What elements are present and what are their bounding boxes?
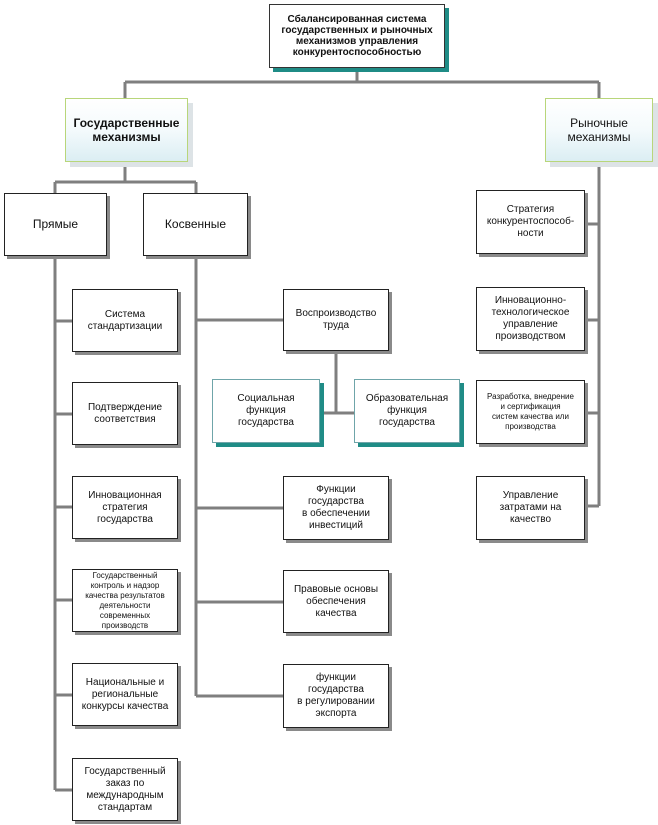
- labour-subitem: Социальная функция государства: [212, 379, 320, 443]
- direct-label: Прямые: [32, 217, 79, 232]
- root-title: Сбалансированная система государственных…: [281, 14, 433, 58]
- market-item-label: Разработка, внедрение и сертификация сис…: [487, 392, 574, 431]
- direct-item: Инновационная стратегия государства: [72, 476, 178, 539]
- labour-subitem-label: Образовательная функция государства: [365, 393, 449, 428]
- indirect-item-label: Функции государства в обеспечении инвест…: [302, 484, 370, 531]
- indirect-box: Косвенные: [143, 193, 248, 256]
- indirect-label: Косвенные: [164, 217, 227, 232]
- indirect-item-label: Воспроизводство труда: [295, 308, 377, 331]
- direct-item-label: Государственный заказ по международным с…: [84, 765, 166, 813]
- market-mechanisms-box: Рыночные механизмы: [545, 98, 653, 162]
- indirect-item: функции государства в регулировании эксп…: [283, 664, 389, 728]
- market-item-label: Управление затратами на качество: [499, 490, 562, 525]
- direct-box: Прямые: [4, 193, 107, 256]
- indirect-item: Функции государства в обеспечении инвест…: [283, 476, 389, 540]
- direct-item-label: Подтверждение соответствия: [87, 401, 163, 425]
- indirect-item-label: Правовые основы обеспечения качества: [293, 583, 379, 619]
- market-item: Управление затратами на качество: [476, 476, 585, 540]
- indirect-item: Правовые основы обеспечения качества: [283, 570, 389, 633]
- direct-item-label: Инновационная стратегия государства: [88, 489, 162, 525]
- market-item-label: Стратегия конкурентоспособ- ности: [486, 204, 575, 239]
- direct-item-label: Государственный контроль и надзор качест…: [85, 570, 165, 630]
- labour-subitem: Образовательная функция государства: [354, 379, 460, 443]
- state-mechanisms-box: Государственные механизмы: [65, 98, 188, 162]
- market-item: Инновационно- технологическое управление…: [476, 287, 585, 351]
- indirect-item: Воспроизводство труда: [283, 289, 389, 351]
- direct-item-label: Национальные и региональные конкурсы кач…: [81, 676, 169, 712]
- direct-item: Государственный заказ по международным с…: [72, 758, 178, 821]
- market-item-label: Инновационно- технологическое управление…: [491, 295, 570, 342]
- labour-subitem-label: Социальная функция государства: [237, 393, 295, 428]
- market-item: Стратегия конкурентоспособ- ности: [476, 190, 585, 254]
- root-box: Сбалансированная система государственных…: [269, 4, 445, 68]
- direct-item-label: Система стандартизации: [87, 308, 163, 332]
- market-mechanisms-label: Рыночные механизмы: [567, 115, 631, 144]
- direct-item: Государственный контроль и надзор качест…: [72, 569, 178, 632]
- direct-item: Система стандартизации: [72, 289, 178, 352]
- state-mechanisms-label: Государственные механизмы: [73, 115, 180, 144]
- market-item: Разработка, внедрение и сертификация сис…: [476, 380, 585, 444]
- direct-item: Подтверждение соответствия: [72, 382, 178, 445]
- indirect-item-label: функции государства в регулировании эксп…: [297, 672, 375, 719]
- direct-item: Национальные и региональные конкурсы кач…: [72, 663, 178, 726]
